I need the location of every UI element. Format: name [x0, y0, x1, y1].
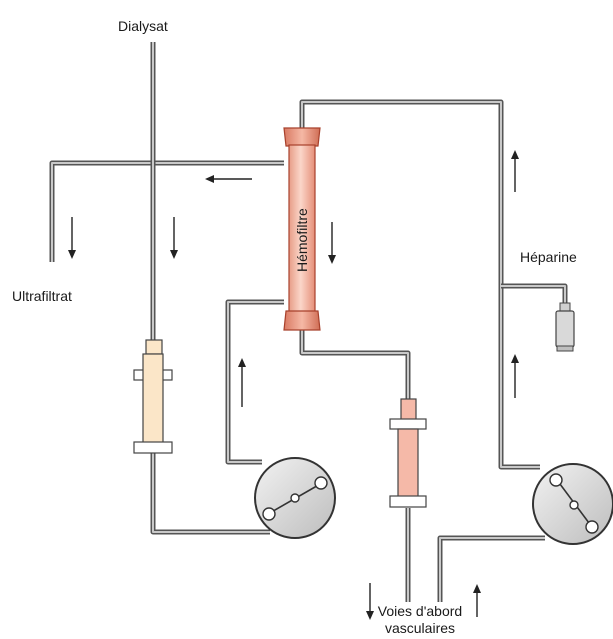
dialysate-syringe-icon [133, 339, 173, 454]
pump1-to-filter-tube [225, 299, 284, 465]
hemofilter-icon: Hémofiltre [283, 127, 321, 331]
heparin-label: Héparine [520, 249, 577, 265]
arrow-icon [68, 217, 76, 259]
pump-icon [254, 457, 336, 539]
ultrafiltrate-label: Ultrafiltrat [12, 288, 72, 304]
arrow-icon [238, 358, 246, 407]
pump2-access-tube [437, 535, 545, 602]
pump-icon [532, 463, 613, 545]
ultrafiltrate-tube [49, 160, 284, 262]
arrow-icon [205, 175, 252, 183]
arrow-icon [473, 584, 481, 617]
heparin-syringe-icon [555, 302, 575, 352]
tubing-lines [49, 42, 568, 602]
arrow-icon [511, 354, 519, 398]
arrow-icon [366, 583, 374, 620]
vascular-access-label-line1: Voies d'abord [377, 603, 463, 619]
vascular-access-label: Voies d'abord vasculaires [360, 603, 480, 637]
arrow-icon [328, 222, 336, 264]
hemofilter-label: Hémofiltre [294, 208, 310, 272]
vascular-access-label-line2: vasculaires [384, 620, 456, 636]
heparin-branch-tube [501, 283, 568, 305]
arrow-icon [511, 150, 519, 192]
blood-syringe-icon [389, 398, 427, 508]
flow-arrows [68, 150, 519, 620]
filter-return-tube [299, 330, 411, 400]
dialysate-label: Dialysat [118, 18, 168, 34]
arrow-icon [170, 217, 178, 259]
